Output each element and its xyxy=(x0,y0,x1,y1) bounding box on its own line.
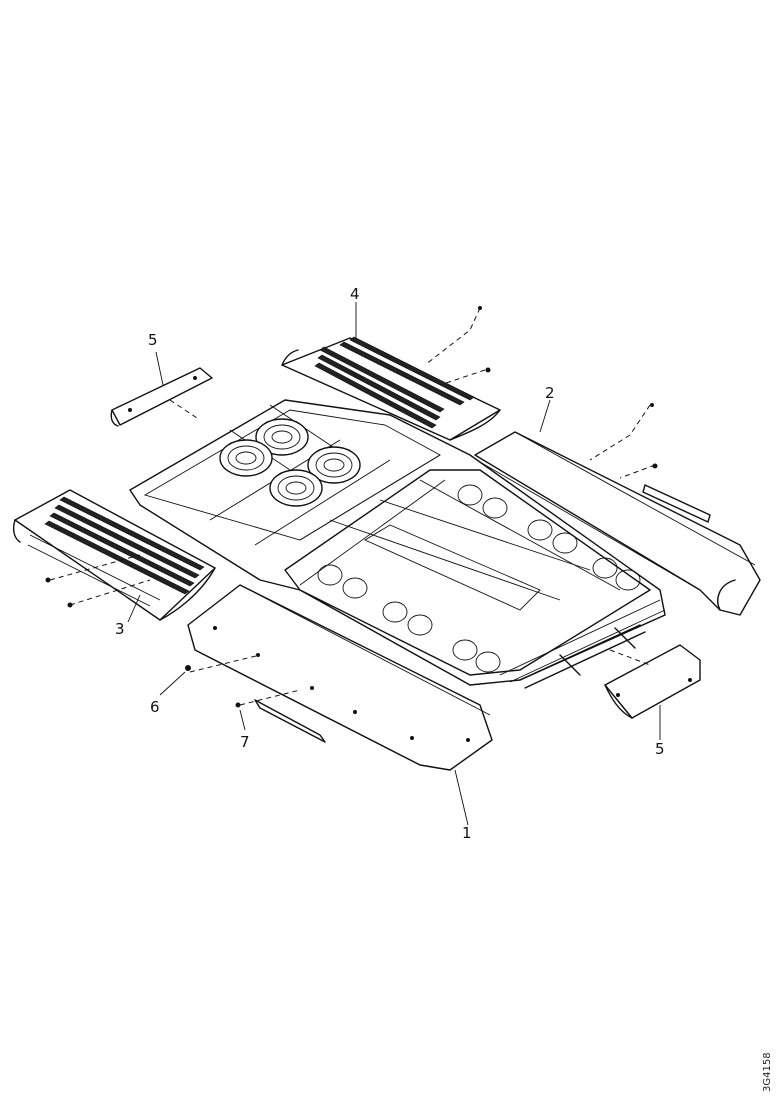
part-5-cover xyxy=(604,644,701,719)
part-4-grille xyxy=(281,336,501,441)
callout-4: 4 xyxy=(350,285,360,303)
fan xyxy=(219,439,273,477)
callout-5: 5 xyxy=(655,740,665,758)
fan-group xyxy=(219,418,361,507)
fan xyxy=(307,446,361,484)
screw-fastener xyxy=(235,689,301,708)
part-5-cover xyxy=(110,367,213,427)
callout-5: 5 xyxy=(148,331,158,349)
document-number: 3G4158 xyxy=(762,1052,773,1092)
exploded-guides xyxy=(45,306,658,666)
part-1-cover xyxy=(187,584,493,771)
blower-row xyxy=(317,564,501,673)
callout-1: 1 xyxy=(462,824,472,842)
leader-lines xyxy=(127,302,661,826)
callout-7: 7 xyxy=(240,733,250,751)
callout-6: 6 xyxy=(150,698,160,716)
part-3-grille xyxy=(12,489,216,621)
callout-2: 2 xyxy=(545,384,555,402)
fan xyxy=(269,469,323,507)
screw-fastener xyxy=(185,654,261,673)
blower-row xyxy=(457,484,641,591)
part-2-cover xyxy=(474,431,761,616)
fan xyxy=(255,418,309,456)
callout-3: 3 xyxy=(115,620,125,638)
